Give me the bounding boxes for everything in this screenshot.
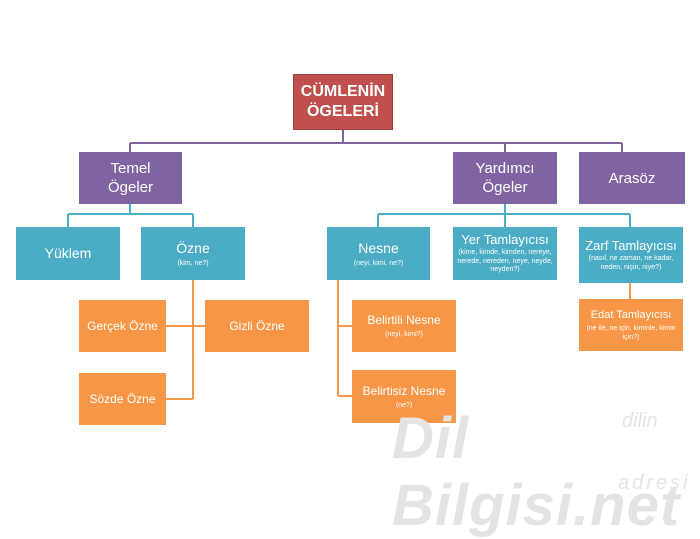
yer-tamlayicisi-label: Yer Tamlayıcısı: [461, 232, 549, 248]
connector-lines: [67, 130, 631, 400]
item-connectors: [166, 280, 631, 400]
sozde-ozne-label: Sözde Özne: [89, 391, 156, 406]
edat-tamlayicisi-node: Edat Tamlayıcısı (ne ile, ne için, kimin…: [579, 299, 683, 351]
gercek-ozne-label: Gerçek Özne: [87, 318, 158, 333]
belirtisiz-nesne-node: Belirtisiz Nesne (ne?): [352, 370, 456, 423]
root-connectors: [129, 130, 623, 152]
yer-tamlayicisi-hint: (kime, kimde, kimden, nereye, nerede, ne…: [457, 249, 553, 274]
belirtili-nesne-label: Belirtili Nesne: [367, 313, 441, 327]
root-label-line1: CÜMLENİN: [300, 83, 386, 100]
temel-ogeler-line1: Temel: [110, 160, 151, 177]
ozne-hint: (kim, ne?): [177, 259, 209, 267]
zarf-tamlayicisi-hint: (nasıl, ne zaman, ne kadar, neden, niçin…: [588, 255, 674, 271]
zarf-tamlayicisi-label: Zarf Tamlayıcısı: [585, 238, 677, 253]
yardimci-ogeler-line2: Ögeler: [482, 179, 528, 196]
arasoz-label: Arasöz: [608, 169, 656, 187]
gizli-ozne-label: Gizli Özne: [229, 318, 285, 333]
yer-tamlayicisi-node: Yer Tamlayıcısı (kime, kimde, kimden, ne…: [453, 227, 557, 280]
yuklem-node: Yüklem: [16, 227, 120, 280]
yardimci-ogeler-line1: Yardımcı: [475, 160, 535, 177]
ozne-node: Özne (kim, ne?): [141, 227, 245, 280]
belirtisiz-nesne-label: Belirtisiz Nesne: [362, 383, 446, 398]
yuklem-label: Yüklem: [44, 245, 92, 261]
yardimci-ogeler-node: Yardımcı Ögeler: [453, 152, 557, 204]
temel-ogeler-line2: Ögeler: [107, 179, 154, 196]
edat-tamlayicisi-hint: (ne ile, ne için, kiminle, kimin için?): [586, 324, 676, 341]
sozde-ozne-node: Sözde Özne: [79, 373, 166, 425]
zarf-tamlayicisi-node: Zarf Tamlayıcısı (nasıl, ne zaman, ne ka…: [579, 227, 683, 283]
nesne-node: Nesne (neyi, kimi, ne?): [327, 227, 430, 280]
temel-ogeler-node: Temel Ögeler: [79, 152, 182, 204]
watermark-bottom: adresi: [618, 472, 691, 494]
ozne-label: Özne: [176, 239, 210, 256]
gizli-ozne-node: Gizli Özne: [205, 300, 309, 352]
nesne-hint: (neyi, kimi, ne?): [353, 259, 404, 267]
belirtili-nesne-node: Belirtili Nesne (neyi, kimi?): [352, 300, 456, 352]
group-connectors: [67, 204, 631, 227]
root-label-line2: ÖGELERİ: [306, 103, 379, 120]
nesne-label: Nesne: [358, 239, 399, 256]
watermark-top: dilin: [622, 410, 658, 432]
arasoz-node: Arasöz: [579, 152, 685, 204]
belirtili-nesne-hint: (neyi, kimi?): [385, 331, 423, 338]
belirtisiz-nesne-hint: (ne?): [395, 401, 413, 409]
edat-tamlayicisi-label: Edat Tamlayıcısı: [590, 308, 672, 321]
root-node: CÜMLENİN ÖGELERİ: [293, 74, 393, 130]
gercek-ozne-node: Gerçek Özne: [79, 300, 166, 352]
